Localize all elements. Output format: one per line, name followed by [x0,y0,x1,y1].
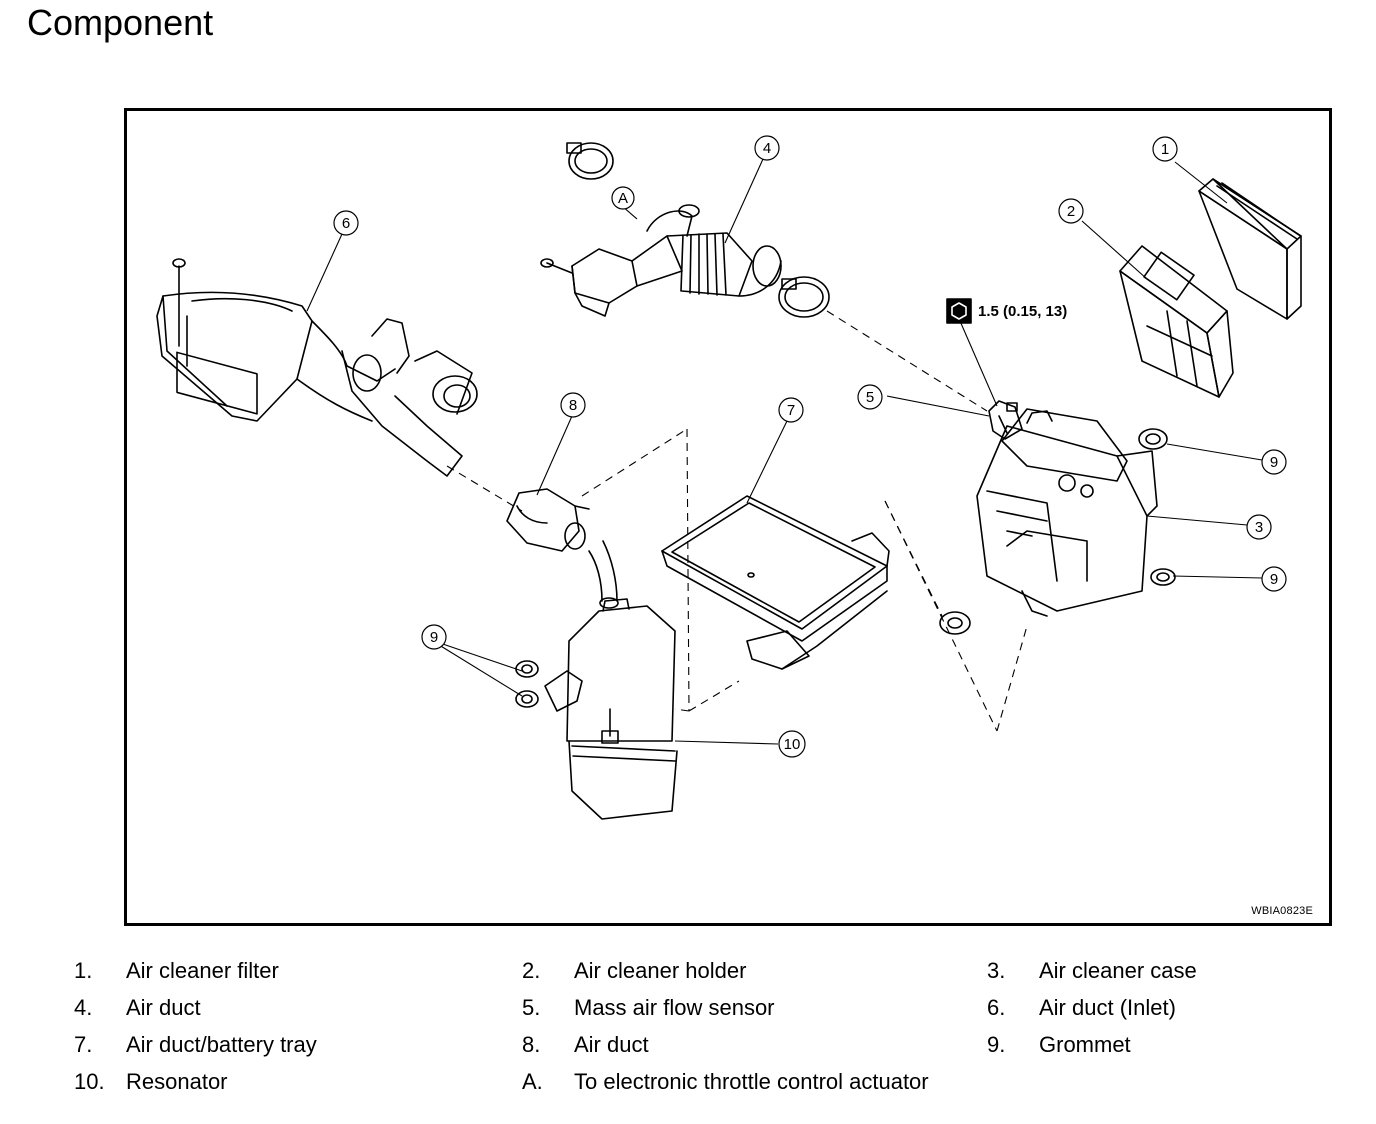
resonator-part [544,598,678,820]
legend-text: To electronic throttle control actuator [574,1069,929,1094]
svg-text:A: A [618,190,628,207]
air-cleaner-holder-part [1119,245,1234,398]
component-diagram: 1 2 3 4 5 6 7 [124,108,1332,926]
air-duct-inlet-part [156,258,478,477]
callout-9-top: 9 [1261,449,1287,475]
mass-air-flow-sensor-part [988,400,1023,440]
assembly-dashed-lines [446,310,1028,732]
legend-number: 2. [522,958,541,983]
leader-lines [306,158,1263,745]
legend-text: Air duct/battery tray [126,1032,317,1057]
svg-text:4: 4 [763,140,771,157]
legend-text: Air duct [126,995,201,1020]
callout-4: 4 [754,135,780,161]
air-cleaner-filter-part [1198,178,1302,320]
callout-2: 2 [1058,198,1084,224]
svg-text:9: 9 [430,629,438,646]
legend-text: Mass air flow sensor [574,995,775,1020]
svg-text:5: 5 [866,389,874,406]
legend-text: Resonator [126,1069,228,1094]
callout-a: A [611,186,635,210]
svg-text:8: 8 [569,397,577,414]
callout-6: 6 [333,210,359,236]
exploded-view-drawing: 1 2 3 4 5 6 7 [156,135,1302,820]
callout-10: 10 [778,730,806,758]
legend-number: 7. [74,1032,93,1057]
callout-1: 1 [1152,136,1178,162]
svg-text:1: 1 [1161,141,1169,158]
callout-7: 7 [778,397,804,423]
svg-text:9: 9 [1270,571,1278,588]
legend-number: 10. [74,1069,105,1094]
legend-number: 9. [987,1032,1006,1057]
grommet-parts [515,428,1176,708]
legend-number: 6. [987,995,1006,1020]
legend-text: Air cleaner holder [574,958,747,983]
svg-text:10: 10 [784,736,801,753]
page-title: Component [27,2,214,43]
air-cleaner-case-part [976,408,1158,617]
figure-code: WBIA0823E [1251,905,1313,917]
torque-spec: 1.5 (0.15, 13) [978,303,1067,320]
legend-text: Air duct [574,1032,649,1057]
svg-text:6: 6 [342,215,350,232]
legend-number: 3. [987,958,1006,983]
legend-number: 4. [74,995,93,1020]
svg-text:3: 3 [1255,519,1263,536]
legend-number: 8. [522,1032,541,1057]
callout-5: 5 [857,384,883,410]
torque-wrench-icon [946,298,972,324]
callout-labels: 1 2 3 4 5 6 7 [333,135,1287,758]
legend-text: Air cleaner filter [126,958,279,983]
air-duct-battery-tray-part [661,495,890,670]
legend-text: Grommet [1039,1032,1131,1057]
callout-3: 3 [1246,514,1272,540]
legend-number: 5. [522,995,541,1020]
svg-text:2: 2 [1067,203,1075,220]
callout-8: 8 [560,392,586,418]
air-duct-part [540,142,830,318]
svg-text:9: 9 [1270,454,1278,471]
legend-text: Air cleaner case [1039,958,1197,983]
legend-text: Air duct (Inlet) [1039,995,1176,1020]
legend-number: 1. [74,958,93,983]
legend-number: A. [522,1069,543,1094]
air-duct-elbow-part [506,488,619,609]
callout-9-bottom: 9 [1261,566,1287,592]
callout-9-left: 9 [421,624,447,650]
svg-text:7: 7 [787,402,795,419]
